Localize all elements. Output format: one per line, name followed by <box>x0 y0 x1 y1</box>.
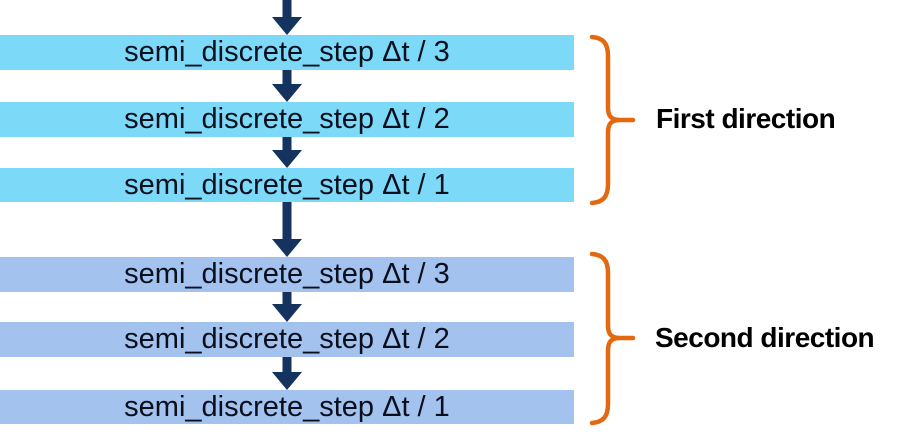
group-label-first: First direction <box>656 103 836 134</box>
step-bar: semi_discrete_step Δt / 3 <box>0 35 574 70</box>
down-arrow-icon <box>272 137 302 168</box>
right-curly-brace-icon <box>588 33 636 209</box>
down-arrow-icon <box>272 70 302 102</box>
step-bar: semi_discrete_step Δt / 1 <box>0 168 574 202</box>
group-label-second: Second direction <box>655 322 875 353</box>
step-bar: semi_discrete_step Δt / 2 <box>0 322 574 357</box>
down-arrow-icon <box>272 357 302 390</box>
step-bar: semi_discrete_step Δt / 1 <box>0 390 574 424</box>
down-arrow-icon <box>272 292 302 322</box>
down-arrow-icon <box>272 0 302 35</box>
step-bar: semi_discrete_step Δt / 2 <box>0 102 574 137</box>
right-curly-brace-icon <box>588 251 636 429</box>
step-bar: semi_discrete_step Δt / 3 <box>0 257 574 292</box>
down-arrow-icon <box>272 202 302 257</box>
